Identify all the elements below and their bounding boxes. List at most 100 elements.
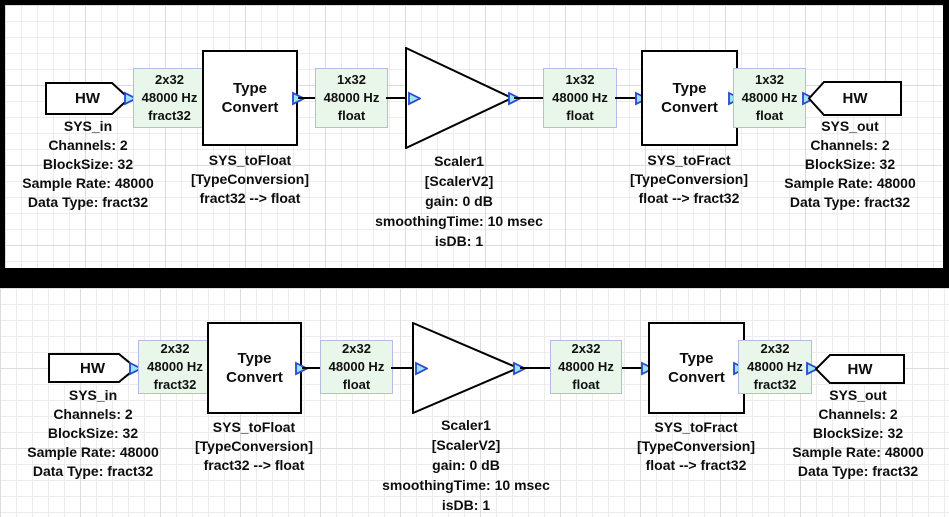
type-convert-1-annotation: SYS_toFloat [TypeConversion] fract32 -->… bbox=[164, 418, 344, 475]
wire-label-line: fract32 bbox=[753, 377, 797, 392]
type-convert-1-block[interactable]: Type Convert bbox=[207, 322, 302, 414]
hw-input-block[interactable]: HW bbox=[48, 353, 137, 383]
type-convert-label: Type bbox=[237, 350, 272, 367]
annotation-line: Data Type: fract32 bbox=[27, 194, 149, 210]
annotation-line: Channels: 2 bbox=[818, 406, 898, 422]
annotation-line: [TypeConversion] bbox=[191, 171, 309, 187]
wire-label-1[interactable]: 2x32 48000 Hz fract32 bbox=[138, 340, 212, 394]
wire-label3-to-tc2[interactable] bbox=[622, 367, 648, 369]
annotation-line: Data Type: fract32 bbox=[789, 194, 911, 210]
wire-label-2[interactable]: 1x32 48000 Hz float bbox=[315, 68, 388, 128]
wire-label-line: 2x32 bbox=[342, 341, 371, 356]
wire-label-line: 2x32 bbox=[760, 341, 790, 356]
type-convert-label: Convert bbox=[221, 99, 279, 116]
canvas-bottom[interactable]: HW SYS_in Channels: 2 BlockSize: 32 Samp… bbox=[0, 288, 949, 517]
annotation-line: [ScalerV2] bbox=[431, 437, 501, 453]
canvas-top[interactable]: HW SYS_in Channels: 2 BlockSize: 32 Samp… bbox=[5, 5, 943, 268]
wire-label-1[interactable]: 2x32 48000 Hz fract32 bbox=[133, 68, 206, 128]
wire-label-line: 1x32 bbox=[755, 72, 784, 87]
annotation-line: smoothingTime: 10 msec bbox=[382, 477, 550, 493]
annotation-line: BlockSize: 32 bbox=[804, 156, 896, 172]
wire-label-line: 48000 Hz bbox=[328, 359, 385, 374]
hw-input-label: HW bbox=[80, 359, 105, 377]
pin-hw-out-icon[interactable] bbox=[806, 361, 819, 376]
type-convert-1-block[interactable]: Type Convert bbox=[202, 50, 298, 146]
wire-label-line: 48000 Hz bbox=[747, 359, 803, 374]
wire-label-line: float bbox=[566, 108, 594, 123]
wire-label-line: 1x32 bbox=[565, 72, 595, 87]
wire-label-line: 48000 Hz bbox=[552, 90, 608, 105]
scaler-annotation: Scaler1 [ScalerV2] gain: 0 dB smoothingT… bbox=[359, 151, 559, 251]
wire-label2-to-scaler[interactable] bbox=[391, 367, 414, 369]
wire-label-4[interactable]: 1x32 48000 Hz float bbox=[733, 68, 806, 128]
pin-hw-in-icon[interactable] bbox=[124, 91, 137, 106]
wire-label-line: 2x32 bbox=[160, 341, 190, 356]
wire-label2-to-scaler[interactable] bbox=[386, 97, 407, 99]
type-convert-label: Type bbox=[233, 80, 267, 97]
wire-label-line: float bbox=[337, 108, 366, 123]
wire-label-3[interactable]: 2x32 48000 Hz float bbox=[550, 340, 622, 394]
wire-label-2[interactable]: 2x32 48000 Hz float bbox=[320, 340, 393, 394]
annotation-line: BlockSize: 32 bbox=[42, 156, 134, 172]
scaler-annotation: Scaler1 [ScalerV2] gain: 0 dB smoothingT… bbox=[366, 415, 566, 515]
annotation-line: SYS_toFloat bbox=[212, 419, 296, 435]
pin-scaler-out-icon[interactable] bbox=[513, 361, 526, 376]
pin-scaler-in-icon[interactable] bbox=[408, 91, 421, 106]
hw-input-annotation: SYS_in Channels: 2 BlockSize: 32 Sample … bbox=[5, 117, 178, 212]
pin-tc1-out-icon[interactable] bbox=[295, 361, 308, 376]
type-convert-2-annotation: SYS_toFract [TypeConversion] float --> f… bbox=[599, 151, 779, 208]
wire-label-3[interactable]: 1x32 48000 Hz float bbox=[543, 68, 617, 128]
type-convert-2-block[interactable]: Type Convert bbox=[641, 50, 738, 146]
pin-hw-in-icon[interactable] bbox=[129, 361, 142, 376]
pin-tc2-in-icon[interactable] bbox=[641, 361, 654, 376]
type-convert-label: Type bbox=[672, 80, 707, 97]
scaler-shape bbox=[412, 321, 521, 415]
wire-label-line: float bbox=[342, 377, 371, 392]
wire-scaler-to-label3[interactable] bbox=[514, 97, 545, 99]
type-convert-label: Convert bbox=[661, 99, 718, 116]
wire-label-4[interactable]: 2x32 48000 Hz fract32 bbox=[738, 340, 812, 394]
annotation-line: Data Type: fract32 bbox=[797, 463, 919, 479]
annotation-line: smoothingTime: 10 msec bbox=[375, 213, 543, 229]
wire-tc1-to-label2[interactable] bbox=[298, 97, 317, 99]
wire-label-line: float bbox=[572, 377, 600, 392]
annotation-line: BlockSize: 32 bbox=[47, 425, 139, 441]
hw-output-label: HW bbox=[847, 360, 873, 378]
hw-output-shape bbox=[815, 354, 905, 384]
scaler-shape bbox=[405, 46, 515, 150]
type-convert-1-annotation: SYS_toFloat [TypeConversion] fract32 -->… bbox=[160, 151, 340, 208]
annotation-line: SYS_toFloat bbox=[208, 152, 292, 168]
hw-output-label: HW bbox=[842, 90, 868, 107]
hw-input-block[interactable]: HW bbox=[45, 82, 130, 115]
wire-tc1-to-label2[interactable] bbox=[302, 367, 322, 369]
pin-scaler-in-icon[interactable] bbox=[415, 361, 428, 376]
hw-input-shape bbox=[48, 353, 137, 383]
scaler-block[interactable] bbox=[405, 46, 515, 150]
hw-output-block[interactable]: HW bbox=[808, 81, 902, 116]
wire-scaler-to-label3[interactable] bbox=[520, 367, 550, 369]
wire-label-line: 48000 Hz bbox=[558, 359, 614, 374]
annotation-line: isDB: 1 bbox=[434, 233, 484, 249]
annotation-line: Sample Rate: 48000 bbox=[784, 175, 916, 191]
hw-output-block[interactable]: HW bbox=[815, 354, 905, 384]
annotation-line: [TypeConversion] bbox=[195, 438, 313, 454]
hw-input-label: HW bbox=[75, 90, 100, 107]
annotation-line: fract32 --> float bbox=[199, 190, 301, 206]
annotation-line: [ScalerV2] bbox=[424, 173, 494, 189]
annotation-line: [TypeConversion] bbox=[630, 171, 748, 187]
annotation-line: Channels: 2 bbox=[48, 137, 128, 153]
wire-label3-to-tc2[interactable] bbox=[615, 97, 643, 99]
annotation-line: gain: 0 dB bbox=[425, 193, 493, 209]
scaler-block[interactable] bbox=[412, 321, 521, 415]
annotation-line: Sample Rate: 48000 bbox=[27, 444, 159, 460]
annotation-line: Channels: 2 bbox=[810, 137, 890, 153]
wire-label-line: 48000 Hz bbox=[741, 90, 798, 105]
type-convert-2-block[interactable]: Type Convert bbox=[648, 322, 745, 414]
wire-label-line: fract32 bbox=[148, 108, 191, 123]
wire-label-line: 48000 Hz bbox=[147, 359, 203, 374]
type-convert-label: Type bbox=[679, 350, 714, 367]
annotation-line: gain: 0 dB bbox=[432, 457, 500, 473]
annotation-line: SYS_out bbox=[829, 387, 887, 403]
wire-label-line: 48000 Hz bbox=[141, 90, 198, 105]
